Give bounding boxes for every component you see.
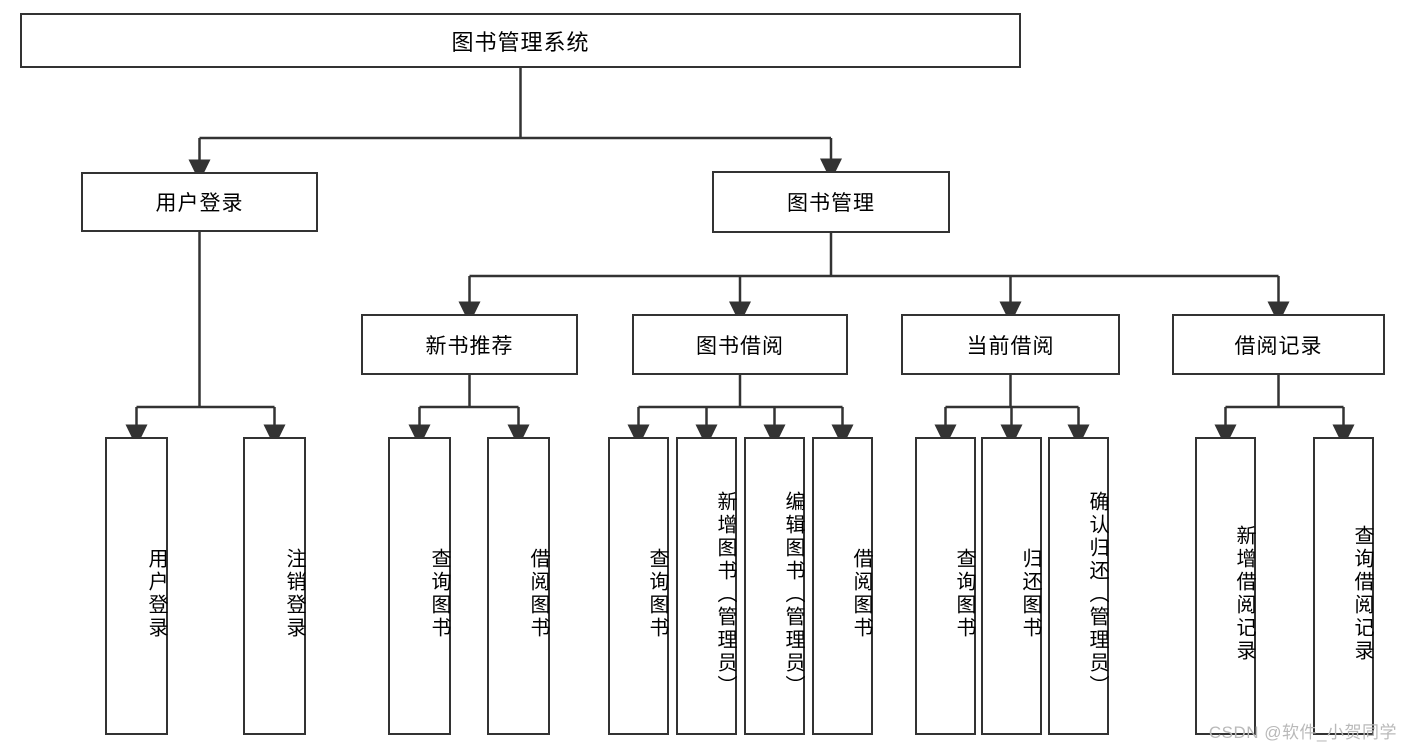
node-l4[interactable]: 借阅图书	[487, 437, 550, 735]
node-l6[interactable]: 新增图书（管理员）	[676, 437, 737, 735]
node-l1[interactable]: 用户登录	[105, 437, 168, 735]
node-l10[interactable]: 归还图书	[981, 437, 1042, 735]
node-l3[interactable]: 查询图书	[388, 437, 451, 735]
node-newbook[interactable]: 新书推荐	[361, 314, 578, 375]
node-l8[interactable]: 借阅图书	[812, 437, 873, 735]
node-borrow[interactable]: 图书借阅	[632, 314, 848, 375]
node-l5[interactable]: 查询图书	[608, 437, 669, 735]
node-l9[interactable]: 查询图书	[915, 437, 976, 735]
node-current[interactable]: 当前借阅	[901, 314, 1120, 375]
node-l2[interactable]: 注销登录	[243, 437, 306, 735]
node-root[interactable]: 图书管理系统	[20, 13, 1021, 68]
watermark-label: CSDN @软件_小贺同学	[1208, 723, 1397, 742]
edge-paths	[125, 68, 1355, 448]
node-bookmgmt[interactable]: 图书管理	[712, 171, 950, 233]
node-records[interactable]: 借阅记录	[1172, 314, 1385, 375]
node-l7[interactable]: 编辑图书（管理员）	[744, 437, 805, 735]
node-l12[interactable]: 新增借阅记录	[1195, 437, 1256, 735]
node-l11[interactable]: 确认归还（管理员）	[1048, 437, 1109, 735]
node-l13[interactable]: 查询借阅记录	[1313, 437, 1374, 735]
node-login[interactable]: 用户登录	[81, 172, 318, 232]
